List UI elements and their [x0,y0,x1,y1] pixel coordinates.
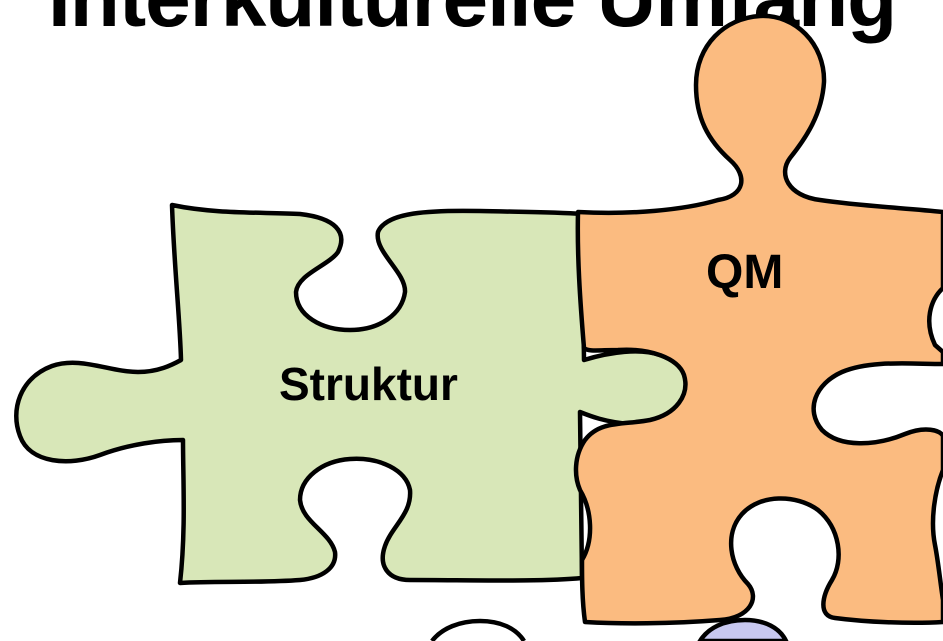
struktur-label: Struktur [279,358,458,410]
struktur-puzzle-piece [14,202,694,586]
qm-label: QM [706,246,784,299]
partial-outline-arc [430,618,526,641]
qm-puzzle-piece [573,13,943,626]
partial-blue-shape [697,617,789,641]
